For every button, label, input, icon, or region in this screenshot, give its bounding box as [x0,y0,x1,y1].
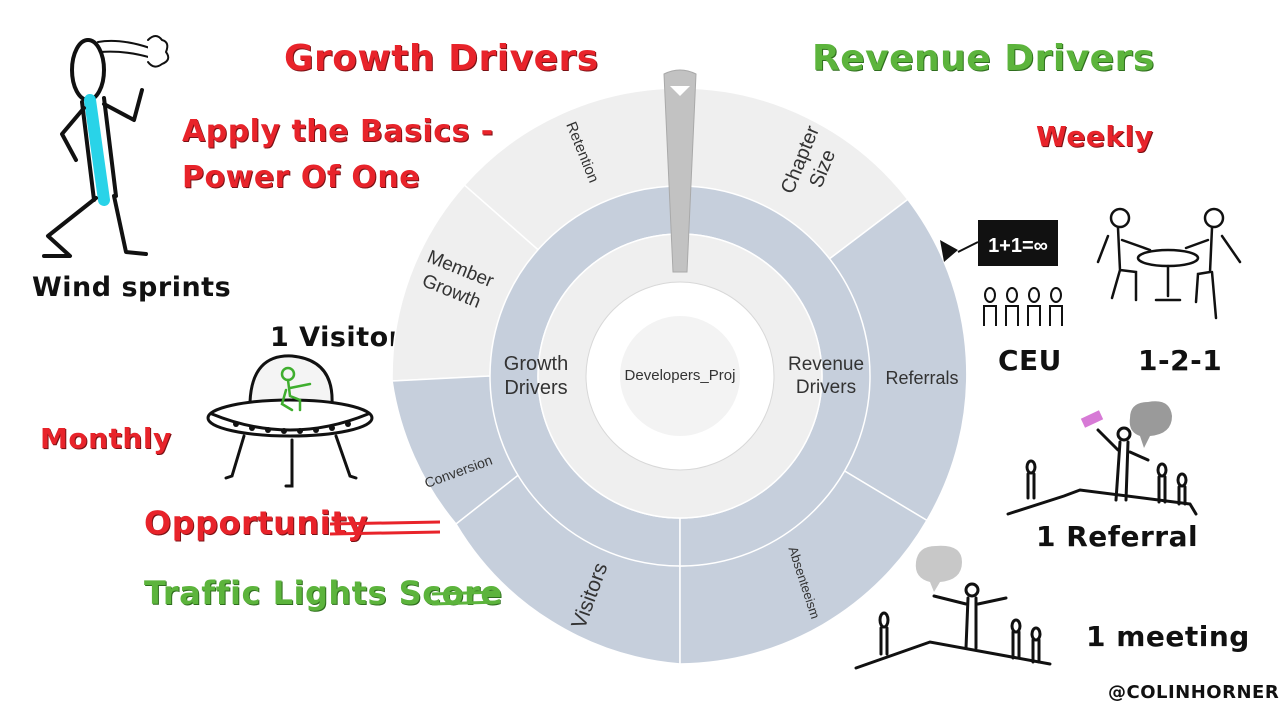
outer-segment-retention [463,87,681,252]
one-referral-label: 1 Referral [1036,520,1199,553]
growth-drivers-ring-label-1: Growth [504,353,568,375]
ceu-label: CEU [998,344,1062,377]
middle-ring-growth-drivers [489,185,681,567]
referral-card-icon [1080,410,1104,428]
outer-segment-absenteeism [679,468,928,665]
conversion-label: Conversion [422,452,494,491]
one-visitor-label: 1 Visitor [270,322,403,353]
monthly-label: Monthly [40,422,172,455]
revenue-drivers-ring-label-1: Revenue [788,354,864,375]
credit-label: @COLINHORNER [1108,682,1280,703]
center-label: Developers_Proj [625,367,736,384]
absenteeism-label: Absenteeism [786,545,823,621]
outer-segment-referrals [827,198,968,522]
wind-sprints-label: Wind sprints [32,272,232,303]
outer-segment-visitors [455,460,681,665]
apply-basics-line2: Power Of One [182,160,421,195]
member-growth-label-1: Member [424,247,497,293]
retention-label: Retention [562,119,602,185]
outer-segment-chapter-size [679,87,909,261]
one-to-one-label: 1-2-1 [1138,344,1223,377]
referrals-label: Referrals [885,368,958,388]
chapter-size-label-2: Size [805,147,840,191]
inner-ring [537,233,823,519]
meeting-speech-bubble-icon [915,545,962,592]
chalkboard-equation: 1+1=∞ [988,235,1048,257]
middle-ring-revenue-drivers [679,185,871,567]
speech-bubble-icon [1129,401,1172,448]
wheel-labels: Developers_Proj Growth Drivers Revenue D… [419,119,959,632]
alien-icon [280,366,312,412]
visitors-label: Visitors [567,560,612,632]
growth-drivers-heading: Growth Drivers [284,38,599,79]
member-growth-label-2: Growth [419,270,484,312]
outer-segment-member-growth [391,184,540,382]
ceu-chalkboard-icon: 1+1=∞ [940,220,1063,326]
runner-figure-icon [42,35,170,258]
outer-segment-conversion [391,375,537,526]
apply-basics-line1: Apply the Basics - [182,114,494,149]
traffic-lights-score-label: Traffic Lights Score [144,574,503,612]
opportunity-label: Opportunity [144,504,369,542]
referral-scene-icon [1006,426,1198,516]
one-meeting-label: 1 meeting [1086,620,1250,653]
meeting-scene-icon [854,582,1052,670]
needle-pointer [663,69,697,273]
one-to-one-meeting-icon [1096,207,1242,320]
weekly-label: Weekly [1036,120,1154,153]
center-hub [585,281,775,471]
growth-drivers-ring-label-2: Drivers [504,377,567,399]
ufo-visitor-icon [206,354,374,488]
chapter-size-label-1: Chapter [777,122,824,197]
revenue-drivers-ring-label-2: Drivers [796,377,856,398]
revenue-drivers-heading: Revenue Drivers [812,38,1155,79]
